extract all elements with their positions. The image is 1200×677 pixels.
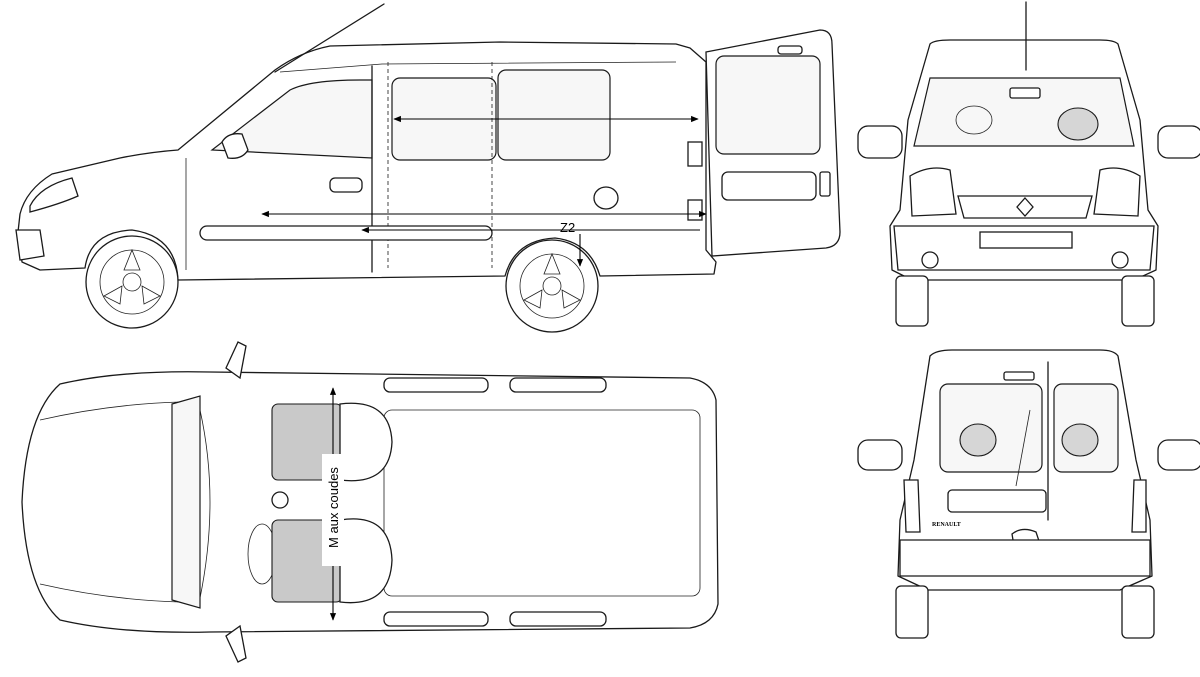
top-roof-panel: [383, 409, 701, 597]
top-window-right-1: [383, 611, 489, 627]
side-door-handle: [329, 177, 363, 193]
front-headlight-left: [909, 167, 957, 217]
front-seat-left: [955, 105, 993, 135]
rear-badge: RENAULT: [932, 522, 961, 528]
side-roof-rail: [279, 61, 677, 73]
top-gear-lever: [271, 491, 289, 509]
dim-elbow-width-bg: [322, 454, 344, 566]
top-window-left-2: [509, 377, 607, 393]
front-headlight-right: [1093, 167, 1141, 217]
rear-door-plate-recess: [721, 171, 817, 201]
hinge-upper: [687, 141, 703, 167]
rear-bumper: [899, 539, 1151, 577]
side-front-bumper: [15, 229, 45, 261]
front-mirror-right: [1157, 125, 1200, 159]
rear-door-brake-light: [777, 45, 803, 55]
top-hood-lines: [39, 401, 181, 603]
top-body-outline: [21, 371, 719, 633]
side-headlight: [29, 177, 79, 213]
front-plate: [979, 231, 1073, 249]
side-rear-wheel: [505, 239, 599, 333]
hinge-lower: [687, 199, 703, 221]
top-window-left-1: [383, 377, 489, 393]
rear-wiper: [1015, 409, 1031, 487]
front-view: [857, 1, 1200, 327]
front-mirror-left: [857, 125, 903, 159]
top-seat-left-back: [339, 402, 393, 482]
side-fuel-cap: [593, 186, 619, 210]
rear-mirror-left: [857, 439, 903, 471]
side-body-outline: [17, 41, 717, 281]
side-rubbing-strip: [199, 225, 493, 241]
dim-elbow-width-label: M aux coudes: [326, 467, 341, 548]
dim-z2-label: Z2: [560, 220, 575, 235]
side-front-window: [210, 79, 373, 159]
rear-seat-right: [1061, 423, 1099, 457]
front-logo: [1016, 197, 1034, 217]
rear-mirror-right: [1157, 439, 1200, 471]
rear-wheel-left: [895, 585, 929, 639]
top-seat-right-back: [339, 518, 393, 604]
front-body-outline: [889, 39, 1159, 281]
top-mirror-right: [225, 624, 247, 663]
top-dashboard: [199, 409, 211, 599]
side-front-wheel: [85, 235, 179, 329]
rear-lamp-right: [1131, 479, 1147, 533]
front-mirror-inner: [1009, 87, 1041, 99]
front-seat-right: [1057, 107, 1099, 141]
front-fog-right: [1111, 251, 1129, 269]
rear-door-lamp: [819, 171, 831, 197]
rear-view: RENAULT: [857, 349, 1200, 639]
side-mirror: [221, 133, 249, 159]
top-mirror-left: [225, 341, 247, 380]
rear-lamp-left: [903, 479, 921, 533]
top-windshield: [171, 395, 201, 609]
rear-plate-area: [947, 489, 1047, 513]
rear-seat-left: [959, 423, 997, 457]
front-wheel-left: [895, 275, 929, 327]
side-antenna: [274, 3, 385, 73]
rear-body-outline: [897, 349, 1153, 591]
front-wheel-right: [1121, 275, 1155, 327]
front-fog-left: [921, 251, 939, 269]
side-view: Z2: [15, 3, 841, 333]
rear-door-window: [715, 55, 821, 155]
top-window-right-2: [509, 611, 607, 627]
rear-wheel-right: [1121, 585, 1155, 639]
top-view: M aux coudes: [21, 341, 719, 663]
rear-brake-light: [1003, 371, 1035, 381]
side-window-rear: [497, 69, 611, 161]
